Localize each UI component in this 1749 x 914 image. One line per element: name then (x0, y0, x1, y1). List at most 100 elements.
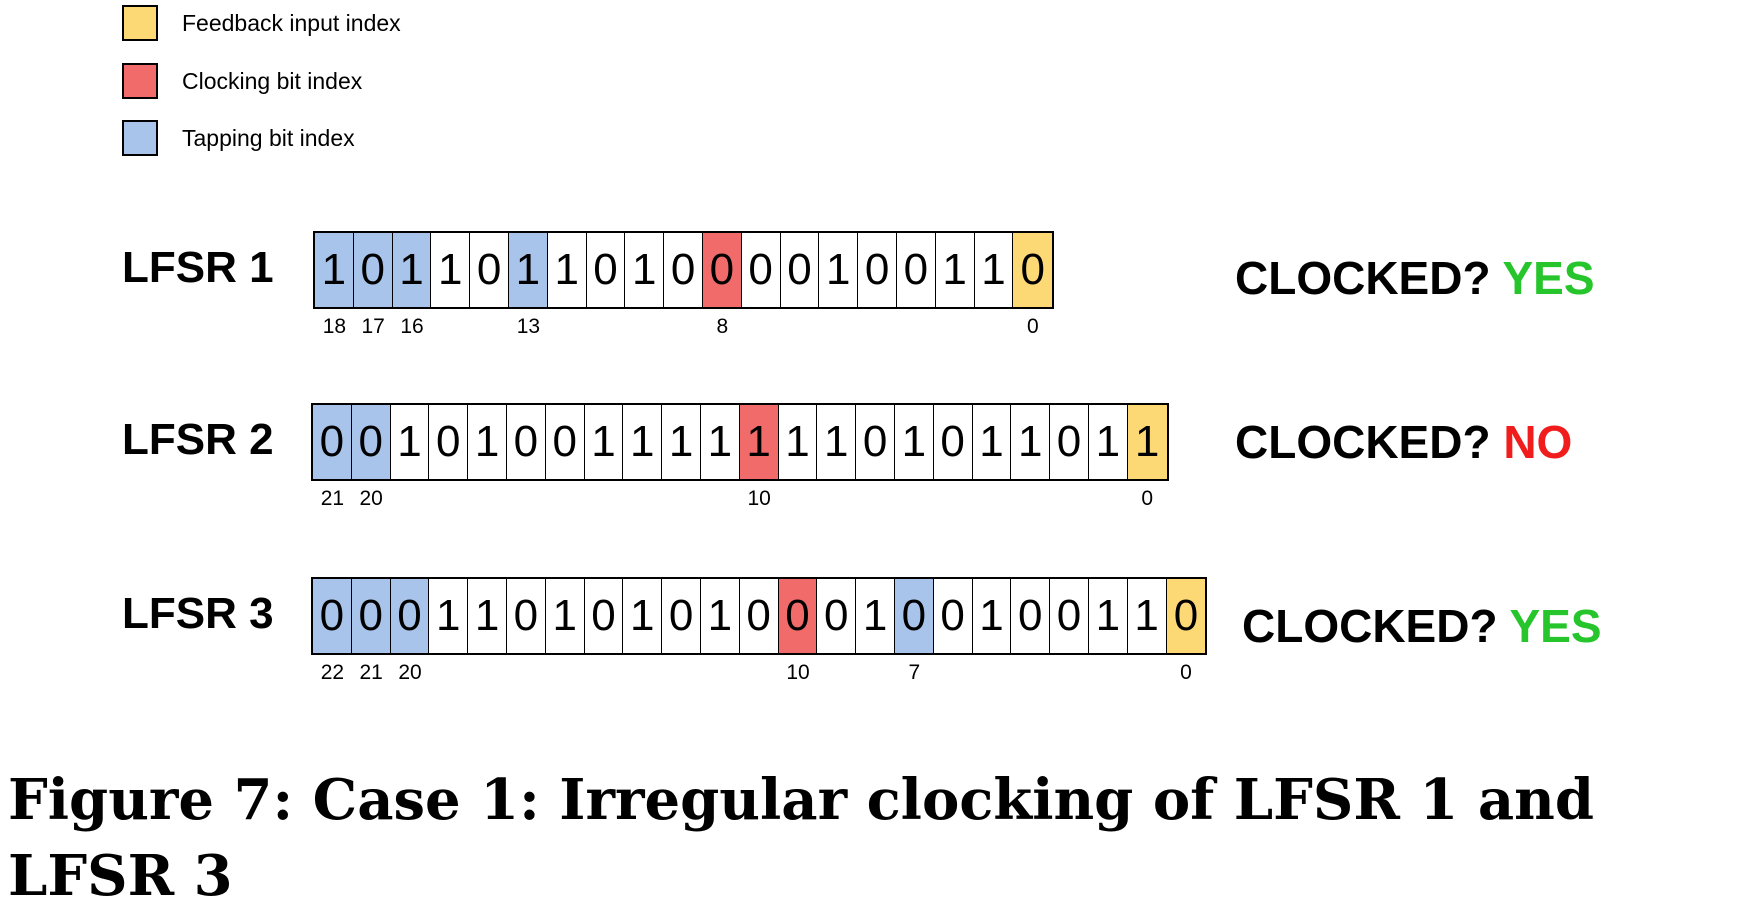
bit-cell-2: 0 (1050, 405, 1089, 479)
bit-cell-16-tap: 1 (392, 233, 432, 307)
index-label-18: 18 (322, 315, 347, 338)
index-label-0: 0 (1026, 315, 1039, 338)
bit-cell-8: 1 (817, 405, 857, 479)
bit-cell-14: 0 (470, 233, 509, 307)
clocked-answer-1: YES (1502, 252, 1595, 304)
bit-cell-19: 1 (390, 405, 430, 479)
bit-cell-8-clock: 0 (702, 233, 742, 307)
legend-item-clocking: Clocking bit index (122, 61, 362, 101)
bit-cell-19: 1 (429, 579, 469, 653)
clocked-answer-3: YES (1509, 600, 1602, 652)
bit-cell-18-tap: 1 (315, 233, 354, 307)
bit-cell-20-tap: 0 (390, 579, 430, 653)
clocked-status-3: CLOCKED? YES (1242, 599, 1602, 653)
bit-cell-6: 0 (780, 233, 820, 307)
bit-cell-7: 0 (856, 405, 895, 479)
clocked-answer-2: NO (1503, 416, 1573, 468)
bit-cell-17: 0 (506, 579, 546, 653)
bit-cell-11: 0 (739, 579, 779, 653)
bit-cell-14: 1 (623, 579, 663, 653)
bit-cell-10: 1 (625, 233, 665, 307)
clocked-question-2: CLOCKED? (1235, 416, 1491, 468)
bit-cell-15: 1 (431, 233, 471, 307)
bit-cell-13-tap: 1 (508, 233, 548, 307)
bit-cell-6: 1 (894, 405, 934, 479)
bit-cell-17: 1 (468, 405, 507, 479)
legend-item-tapping: Tapping bit index (122, 118, 355, 158)
index-label-0: 0 (1141, 487, 1154, 510)
bit-cell-7: 0 (741, 233, 781, 307)
lfsr-name-1: LFSR 1 (122, 243, 274, 292)
bit-cell-2: 1 (1088, 579, 1128, 653)
bit-cell-16: 1 (545, 579, 585, 653)
bit-cell-9: 0 (664, 233, 703, 307)
bit-cell-16: 0 (506, 405, 546, 479)
bit-cell-4: 0 (858, 233, 897, 307)
index-label-22: 22 (320, 661, 345, 684)
index-label-21: 21 (359, 661, 383, 684)
bit-cell-18: 0 (429, 405, 469, 479)
bit-cell-3: 0 (896, 233, 936, 307)
clocked-status-1: CLOCKED? YES (1235, 251, 1595, 305)
bit-cell-1: 1 (1088, 405, 1128, 479)
index-label-17: 17 (361, 315, 385, 338)
bit-cell-13: 0 (662, 579, 701, 653)
legend-label-feedback: Feedback input index (182, 9, 401, 36)
legend-label-tapping: Tapping bit index (182, 124, 355, 151)
bit-cell-1: 1 (1127, 579, 1167, 653)
bit-cell-12: 1 (662, 405, 701, 479)
bit-cell-15: 0 (584, 579, 624, 653)
bit-cell-5: 1 (819, 233, 859, 307)
index-label-21: 21 (320, 487, 345, 510)
clocked-question-3: CLOCKED? (1242, 600, 1498, 652)
lfsr-name-3: LFSR 3 (122, 589, 274, 638)
index-label-20: 20 (398, 661, 422, 684)
bit-cell-0-feedback: 0 (1166, 579, 1206, 653)
bit-cell-22-tap: 0 (313, 579, 352, 653)
bit-cell-4: 0 (1011, 579, 1051, 653)
bit-cell-21-tap: 0 (313, 405, 352, 479)
bit-cell-9: 1 (778, 405, 818, 479)
bit-cell-17-tap: 0 (353, 233, 393, 307)
index-label-10: 10 (786, 661, 810, 684)
bit-cell-20-tap: 0 (351, 405, 391, 479)
index-label-8: 8 (716, 315, 729, 338)
bit-cell-3: 0 (1050, 579, 1089, 653)
bit-cell-10-clock: 1 (739, 405, 779, 479)
index-label-10: 10 (747, 487, 771, 510)
bit-cell-7-tap: 0 (894, 579, 934, 653)
bit-cell-21-tap: 0 (351, 579, 391, 653)
legend-swatch-clocking (122, 63, 158, 99)
bit-cell-9: 0 (817, 579, 857, 653)
bit-cell-6: 0 (933, 579, 973, 653)
index-label-16: 16 (400, 315, 424, 338)
legend-swatch-tapping (122, 120, 158, 156)
bit-cell-18: 1 (468, 579, 507, 653)
legend-label-clocking: Clocking bit index (182, 67, 363, 94)
legend-item-feedback: Feedback input index (122, 3, 401, 43)
bit-cell-5: 1 (972, 579, 1012, 653)
bit-cell-11: 0 (586, 233, 626, 307)
index-label-13: 13 (516, 315, 541, 338)
bit-cell-0-feedback: 1 (1127, 405, 1167, 479)
clocked-status-2: CLOCKED? NO (1235, 415, 1572, 469)
bit-cell-4: 1 (972, 405, 1012, 479)
lfsr-name-2: LFSR 2 (122, 415, 274, 464)
bit-cell-2: 1 (935, 233, 975, 307)
bit-cell-0-feedback: 0 (1013, 233, 1053, 307)
bit-cell-14: 1 (584, 405, 624, 479)
bit-cell-11: 1 (700, 405, 740, 479)
legend-swatch-feedback (122, 5, 158, 41)
index-label-20: 20 (359, 487, 383, 510)
bit-cell-12: 1 (547, 233, 587, 307)
bit-cell-10-clock: 0 (778, 579, 818, 653)
bit-cell-15: 0 (545, 405, 585, 479)
bit-cell-1: 1 (974, 233, 1014, 307)
index-label-0: 0 (1180, 661, 1192, 684)
clocked-question-1: CLOCKED? (1235, 252, 1491, 304)
